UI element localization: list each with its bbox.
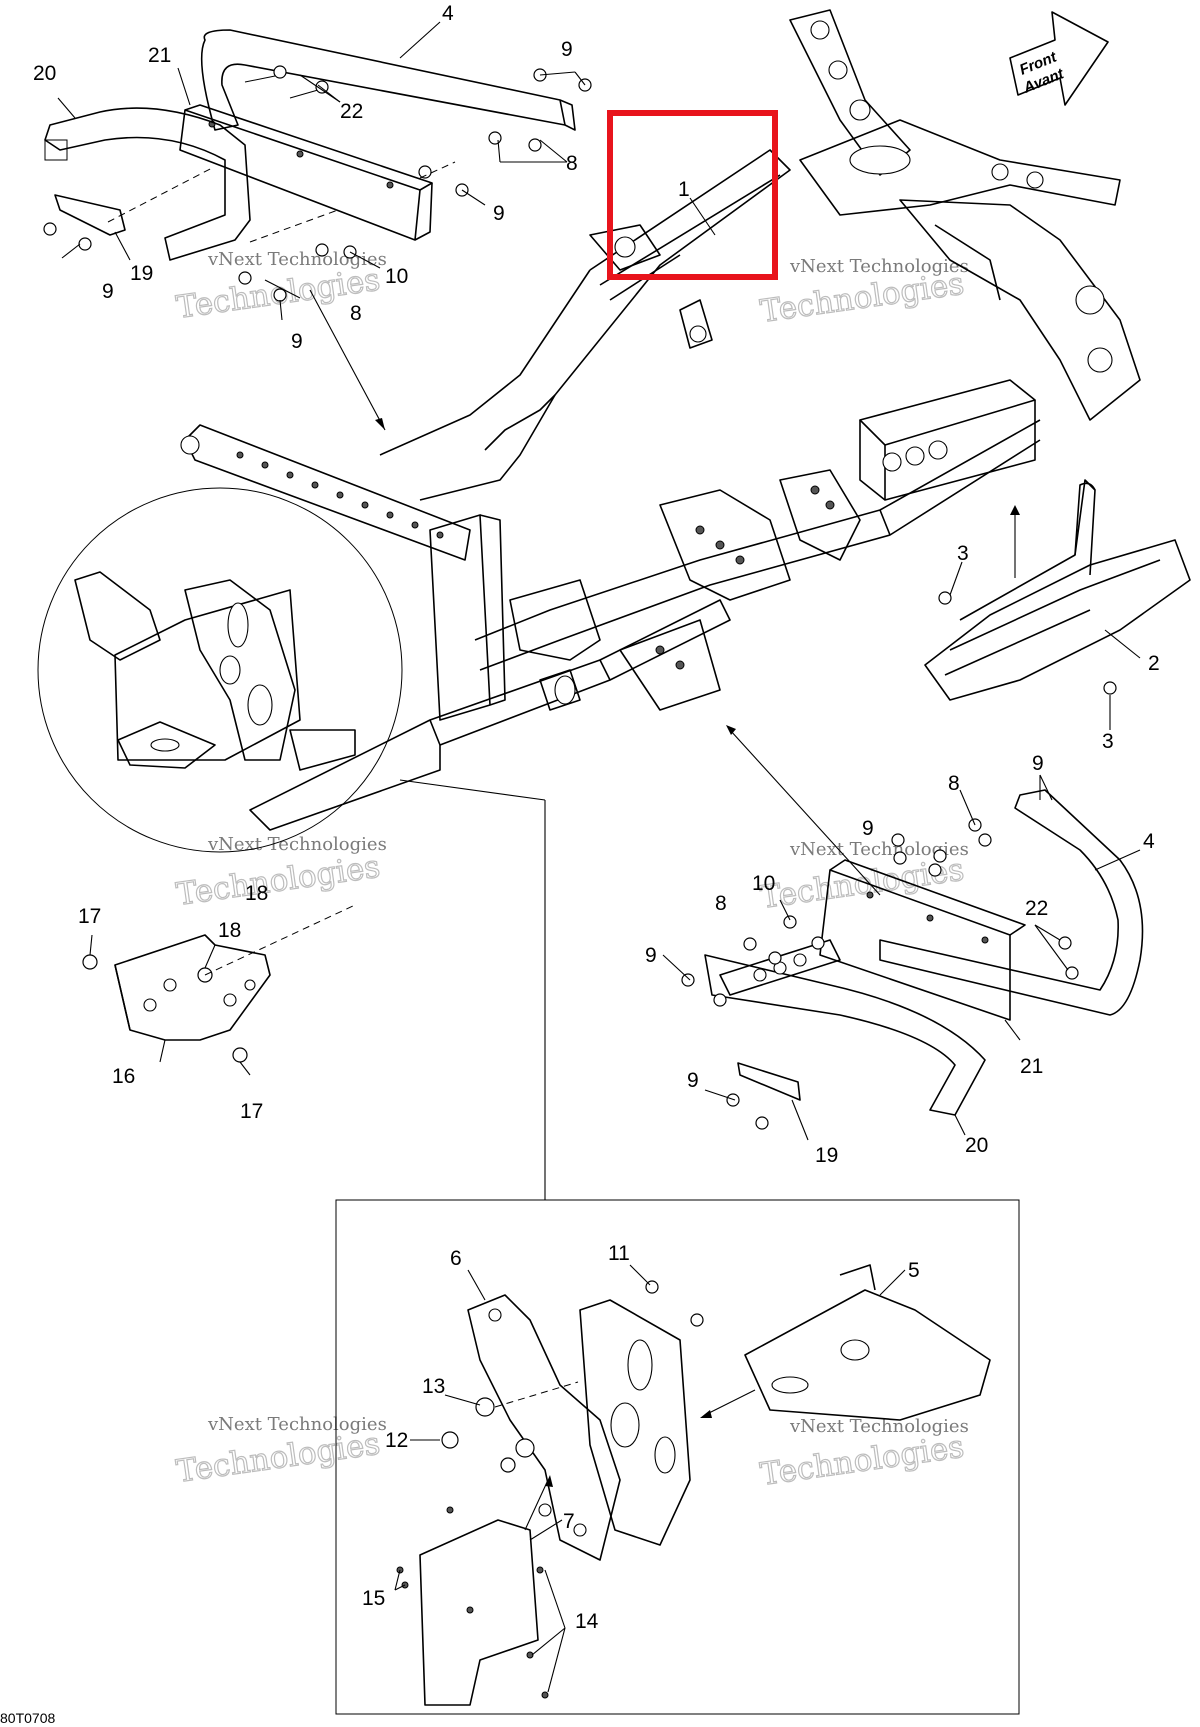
watermark-big: Technologies [174, 849, 382, 913]
callout-8: 8 [715, 892, 727, 915]
callout-9: 9 [862, 817, 874, 840]
callout-22: 22 [340, 100, 363, 123]
callout-9: 9 [291, 330, 303, 353]
callout-9: 9 [493, 202, 505, 225]
callout-4: 4 [442, 2, 454, 25]
callout-5: 5 [908, 1259, 920, 1282]
callout-6: 6 [450, 1247, 462, 1270]
watermark-group: vNext Technologies Technologies vNext Te… [174, 249, 969, 1494]
watermark-small: vNext Technologies [207, 249, 387, 270]
callout-18-circle: 18 [245, 882, 268, 905]
figure-code: 80T0708 [0, 1710, 55, 1726]
callout-labels: 1 2 3 3 4 4 5 6 7 8 8 8 8 18 9 9 9 9 9 9… [33, 2, 1160, 1633]
callout-19: 19 [130, 262, 153, 285]
callout-1: 1 [678, 178, 690, 201]
watermark-big: Technologies [758, 1429, 966, 1493]
callout-8: 8 [350, 302, 362, 325]
callout-8: 8 [566, 152, 578, 175]
callout-21: 21 [148, 44, 171, 67]
watermark-small: vNext Technologies [789, 1416, 969, 1437]
watermark-small: vNext Technologies [207, 1414, 387, 1435]
inset-detail [335, 1199, 1020, 1715]
callout-19: 19 [815, 1144, 838, 1167]
callout-9: 9 [1032, 752, 1044, 775]
callout-9: 9 [561, 38, 573, 61]
callout-10: 10 [752, 872, 775, 895]
callout-10: 10 [385, 265, 408, 288]
callout-3: 3 [1102, 730, 1114, 753]
main-frame [180, 9, 1141, 831]
callout-20: 20 [965, 1134, 988, 1157]
callout-3: 3 [957, 542, 969, 565]
callout-9: 9 [645, 944, 657, 967]
watermark-big: Technologies [758, 852, 966, 916]
callout-20: 20 [33, 62, 56, 85]
callout-14: 14 [575, 1610, 599, 1633]
watermark-small: vNext Technologies [789, 256, 969, 277]
callout-9: 9 [102, 280, 114, 303]
front-mount-assembly [82, 904, 356, 1063]
detail-circle [37, 487, 546, 1200]
watermark-big: Technologies [174, 1426, 382, 1490]
callout-12: 12 [385, 1429, 408, 1452]
front-bumper-assembly [681, 725, 1144, 1130]
callout-9: 9 [687, 1069, 699, 1092]
callout-16: 16 [112, 1065, 135, 1088]
callout-17: 17 [240, 1100, 263, 1123]
highlight-box [607, 110, 778, 280]
callout-4: 4 [1143, 830, 1155, 853]
callout-18: 18 [218, 919, 241, 942]
callout-11: 11 [608, 1242, 630, 1265]
callout-13: 13 [422, 1375, 445, 1398]
callout-2: 2 [1148, 652, 1160, 675]
callout-8: 8 [948, 772, 960, 795]
callout-15: 15 [362, 1587, 385, 1610]
callout-17: 17 [78, 905, 101, 928]
front-direction-arrow: Front Avant [1009, 11, 1109, 106]
rear-bumper-assembly [43, 29, 592, 431]
callout-21: 21 [1020, 1055, 1043, 1078]
callout-7: 7 [563, 1510, 575, 1533]
watermark-small: vNext Technologies [207, 834, 387, 855]
leader-lines [57, 21, 1141, 1693]
callout-22: 22 [1025, 897, 1048, 920]
skid-plate [924, 479, 1191, 701]
